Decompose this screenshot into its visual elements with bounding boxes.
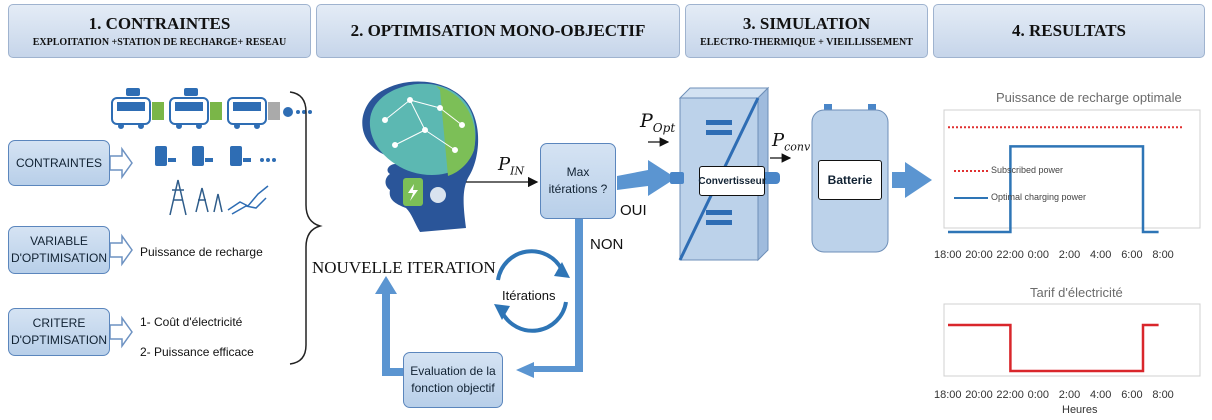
ai-head-icon — [362, 81, 479, 232]
oui-arrow — [617, 160, 676, 196]
p-conv-symbol: P — [772, 130, 785, 151]
header-resultats: 4. RESULTATS — [933, 4, 1205, 58]
max-iterations-box: Max itérations ? — [540, 143, 616, 219]
chart1-legend-subscribed: Subscribed power — [954, 165, 1063, 175]
batterie-box: Batterie — [818, 160, 882, 200]
x-tick-label: 18:00 — [934, 249, 962, 261]
cycle-arrowhead — [494, 304, 510, 320]
batterie-label: Batterie — [827, 172, 873, 187]
p-opt-label: POpt — [640, 110, 675, 135]
header-simulation: 3. SIMULATION ELECTRO-THERMIQUE + VIEILL… — [685, 4, 928, 58]
p-in-label: PIN — [498, 154, 524, 178]
header-title: 2. OPTIMISATION MONO-OBJECTIF — [350, 21, 646, 40]
evaluation-label-1: Evaluation de la — [410, 364, 496, 378]
cycle-arrowhead — [554, 262, 570, 278]
p-opt-symbol: P — [640, 110, 653, 132]
bus-icon — [227, 97, 312, 129]
p-in-subscript: IN — [510, 164, 525, 178]
chart2-frame — [943, 303, 1201, 377]
variable-box: VARIABLE D'OPTIMISATION — [8, 226, 110, 274]
chart2-title: Tarif d'électricité — [1030, 285, 1123, 300]
header-title: 3. SIMULATION — [742, 13, 871, 33]
critere-label-2: D'OPTIMISATION — [10, 333, 108, 347]
x-tick-label: 2:00 — [1058, 249, 1081, 261]
chart1-title: Puissance de recharge optimale — [996, 90, 1182, 105]
chart2-series-group — [948, 323, 1159, 373]
bus-icon — [111, 88, 164, 129]
iterations-cycle-icon — [496, 249, 568, 333]
contraintes-box: CONTRAINTES — [8, 140, 110, 186]
feedback-arrow — [375, 276, 403, 376]
x-tick-label: 22:00 — [996, 249, 1024, 261]
legend-swatch-solid — [954, 196, 988, 199]
variable-value: Puissance de recharge — [140, 245, 263, 259]
p-conv-subscript: conv — [784, 140, 811, 154]
header-title: 1. CONTRAINTES — [88, 13, 231, 33]
p-in-symbol: P — [498, 154, 511, 175]
legend-swatch-dotted — [954, 169, 988, 172]
x-tick-label: 2:00 — [1058, 389, 1081, 401]
header-subtitle: EXPLOITATION +STATION DE RECHARGE+ RESEA… — [32, 36, 287, 48]
variable-label-1: VARIABLE — [30, 234, 88, 248]
max-label-2: itérations ? — [548, 182, 608, 196]
critere-box: CRITERE D'OPTIMISATION — [8, 308, 110, 356]
convertisseur-label: Convertisseur — [698, 175, 766, 187]
x-tick-label: 20:00 — [965, 389, 993, 401]
chart2-xlabel: Heures — [1062, 404, 1098, 416]
optimal-charging-power-line — [948, 145, 1159, 234]
header-subtitle: ELECTRO-THERMIQUE + VIEILLISSEMENT — [700, 36, 913, 48]
nouvelle-iteration-label: NOUVELLE ITERATION — [312, 258, 496, 277]
iterations-label: Itérations — [502, 288, 556, 303]
legend-label: Subscribed power — [991, 165, 1064, 175]
critere-item-1: 1- Coût d'électricité — [140, 315, 243, 329]
x-tick-label: 8:00 — [1152, 249, 1174, 261]
chart1-series-group — [948, 126, 1184, 234]
header-contraintes: 1. CONTRAINTES EXPLOITATION +STATION DE … — [8, 4, 311, 58]
electric-bus-icons — [111, 88, 312, 129]
x-tick-label: 20:00 — [965, 249, 993, 261]
variable-label-2: D'OPTIMISATION — [10, 251, 108, 265]
x-tick-label: 0:00 — [1027, 389, 1050, 401]
oui-label: OUI — [620, 202, 647, 219]
x-tick-label: 18:00 — [934, 389, 962, 401]
power-grid-icons — [169, 179, 269, 216]
x-tick-label: 0:00 — [1027, 249, 1050, 261]
contraintes-label: CONTRAINTES — [15, 155, 102, 170]
x-tick-label: 8:00 — [1152, 389, 1174, 401]
non-arrow — [516, 218, 583, 378]
header-title: 4. RESULTATS — [1011, 21, 1126, 40]
non-label: NON — [590, 236, 624, 253]
header-optimisation: 2. OPTIMISATION MONO-OBJECTIF — [316, 4, 680, 58]
convertisseur-box: Convertisseur — [698, 166, 766, 196]
x-tick-label: 6:00 — [1121, 389, 1143, 401]
max-label-1: Max — [566, 165, 590, 179]
critere-item-2: 2- Puissance efficace — [140, 345, 254, 359]
legend-label: Optimal charging power — [991, 192, 1087, 202]
chart1-frame — [943, 109, 1201, 229]
bus-icon — [169, 88, 222, 129]
x-tick-label: 4:00 — [1090, 389, 1112, 401]
p-conv-label: Pconv — [772, 130, 810, 154]
x-tick-label: 22:00 — [996, 389, 1024, 401]
tariff-line — [948, 323, 1159, 373]
chart1-legend-optimal: Optimal charging power — [954, 192, 1086, 202]
x-tick-label: 6:00 — [1121, 249, 1143, 261]
p-opt-subscript: Opt — [652, 120, 676, 135]
results-arrow — [892, 162, 932, 198]
grouping-brace — [289, 91, 323, 365]
evaluation-box: Evaluation de la fonction objectif — [403, 352, 503, 408]
x-tick-label: 4:00 — [1090, 249, 1112, 261]
evaluation-label-2: fonction objectif — [411, 381, 495, 395]
charging-station-icons — [155, 146, 276, 166]
left-arrows — [109, 146, 133, 349]
critere-label-1: CRITERE — [32, 316, 86, 330]
